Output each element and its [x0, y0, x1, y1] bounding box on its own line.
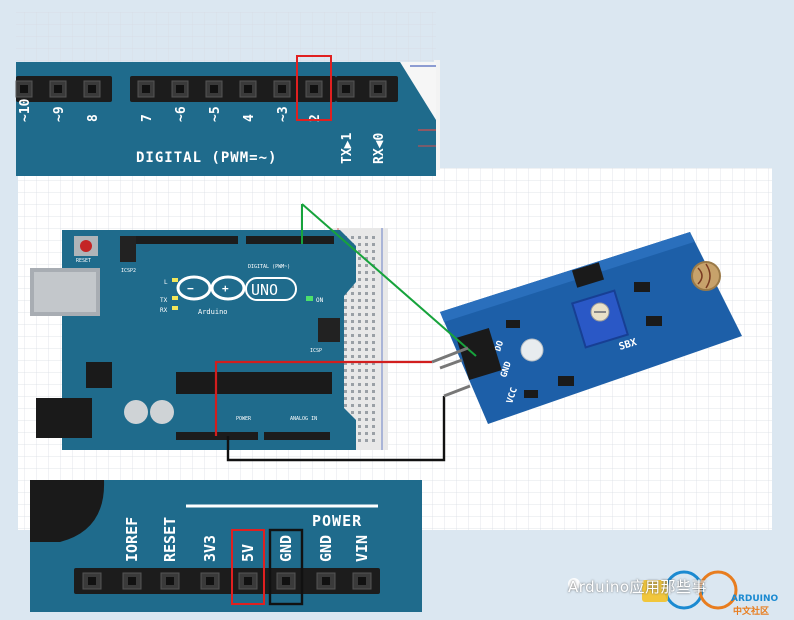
digital-header-zoom: ~10 ~9 8 7 ~6 ~5 4 ~3 2TX▶1 RX◀0 DIGITAL (PWM=~): [15, 55, 436, 176]
uno-badge: [245, 277, 297, 301]
reset-label: RESET: [76, 258, 91, 264]
5v-highlight-box: [231, 529, 265, 605]
power-pin-label: 3V3: [201, 535, 219, 562]
power-pin-label: GND: [317, 535, 335, 562]
board-analog-label: ANALOG IN: [290, 416, 317, 422]
power-pin-label: 5V: [239, 544, 257, 562]
board-digital-label: DIGITAL (PWM~): [248, 264, 290, 270]
sensor-pin-label: GND: [499, 360, 514, 379]
watermark-text: Arduino应用那些事: [568, 578, 708, 596]
atmega-chip: [176, 372, 332, 394]
gnd-highlight-box: [268, 528, 304, 606]
icsp2-label: ICSP2: [121, 268, 136, 274]
digital-pin-label: ~6: [174, 106, 189, 122]
watermark-logo-line1: ARDUINO: [731, 594, 779, 604]
digital-pin-label: ~5: [208, 106, 223, 122]
uno-label: UNO: [251, 281, 278, 299]
light-sensor-module: SBX DO GND VCC: [440, 232, 742, 424]
sensor-pin-label: DO: [493, 339, 506, 353]
photoresistor: [691, 261, 721, 291]
dc-jack: [36, 398, 92, 438]
reset-button: [80, 240, 92, 252]
digital-pin-label: 7: [140, 114, 155, 122]
rx-label: RX: [160, 307, 168, 314]
digital-caption: DIGITAL (PWM=~): [136, 150, 277, 166]
power-pin-label: RESET: [161, 517, 179, 562]
icsp-header: [318, 318, 340, 342]
power-pin-label: VIN: [353, 535, 371, 562]
wires: [214, 203, 477, 462]
indicator-led: [520, 338, 544, 362]
signal-wire-diagonal: [301, 203, 477, 357]
brand-label: Arduino: [198, 308, 228, 316]
digital-pin-label: 2: [308, 114, 323, 122]
sensor-pin-label: VCC: [505, 386, 520, 405]
tx-label: TX: [160, 297, 168, 304]
svg-text:+: +: [222, 282, 229, 295]
power-header-zoom: POWER IOREF RESET 3V3 5V GND GND VIN: [30, 480, 422, 612]
sensor-header: [456, 327, 502, 381]
on-label: ON: [316, 297, 324, 304]
arduino-board: RESET ICSP2 DIGITAL (PWM~) − + UNO Ardui…: [30, 228, 388, 450]
digital-pin-label: TX▶1: [340, 133, 355, 164]
digital-pin-label: ~3: [276, 106, 291, 122]
svg-text:−: −: [187, 282, 194, 295]
digital-pin-label: 4: [242, 114, 257, 122]
sensor-label: SBX: [618, 337, 638, 353]
power-pin-label: IOREF: [123, 517, 141, 562]
digital-pin-label: ~10: [18, 98, 33, 122]
power-caption: POWER: [312, 512, 362, 530]
l-label: L: [164, 279, 168, 286]
icsp2-header: [120, 236, 136, 262]
power-pin-label: GND: [277, 535, 295, 562]
icsp-label: ICSP: [310, 348, 322, 354]
comparator-chip: [571, 262, 605, 288]
pin2-highlight-box: [296, 55, 332, 121]
arduino-cn-logo: [568, 570, 738, 610]
power-wire: [214, 360, 432, 436]
digital-pin-label: ~9: [52, 106, 67, 122]
ground-wire: [226, 396, 446, 462]
digital-pin-label: 8: [86, 114, 101, 122]
board-power-label: POWER: [236, 416, 252, 422]
watermark-logo-line2: 中文社区: [733, 607, 770, 617]
digital-pin-label: RX◀0: [372, 133, 387, 164]
